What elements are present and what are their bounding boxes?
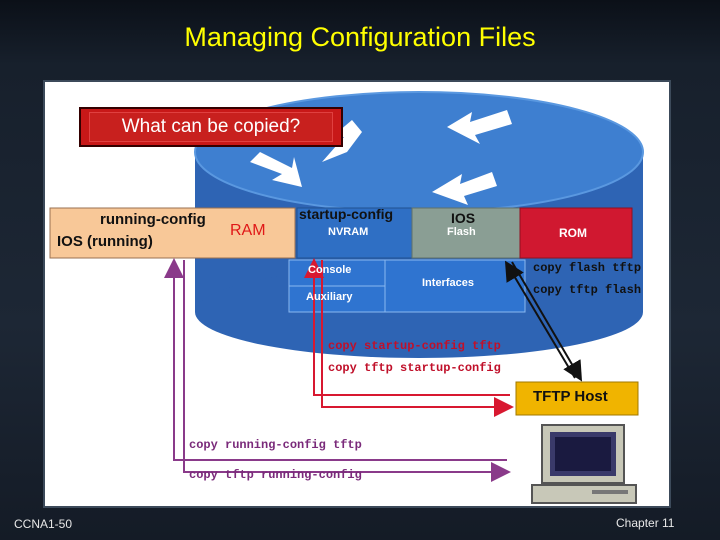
computer-icon: [531, 424, 637, 504]
cmd-copy-tftp-startup: copy tftp startup-config: [328, 361, 501, 375]
cmd-copy-startup-tftp: copy startup-config tftp: [328, 339, 501, 353]
footer-course-code: CCNA1-50: [14, 517, 73, 531]
cmd-copy-tftp-flash: copy tftp flash: [533, 283, 642, 297]
flash-label: Flash: [447, 226, 476, 238]
slide-title: Managing Configuration Files: [184, 22, 536, 52]
tftp-host-label: TFTP Host: [533, 388, 608, 405]
cmd-copy-tftp-running: copy tftp running-config: [189, 468, 362, 482]
question-box: What can be copied?: [79, 107, 343, 147]
auxiliary-port: [288, 285, 386, 313]
interfaces-box: [384, 259, 526, 313]
rom-box: [519, 207, 633, 259]
auxiliary-label: Auxiliary: [306, 291, 353, 303]
cmd-copy-running-tftp: copy running-config tftp: [189, 438, 362, 452]
tftp-host-box: [515, 381, 639, 416]
flash-box: [411, 207, 521, 259]
running-config-label: running-config: [100, 211, 206, 228]
ios-label: IOS: [451, 210, 476, 226]
console-label: Console: [308, 264, 352, 276]
rom-label: ROM: [559, 226, 587, 240]
cmd-copy-flash-tftp: copy flash tftp: [533, 261, 642, 275]
nvram-box: [296, 207, 413, 259]
nvram-label: NVRAM: [328, 226, 369, 238]
startup-config-label: startup-config: [299, 206, 394, 222]
question-text: What can be copied?: [89, 112, 333, 142]
ram-box: [49, 207, 296, 259]
interfaces-label: Interfaces: [422, 277, 474, 289]
ios-running-label: IOS (running): [57, 233, 153, 250]
footer-chapter: Chapter 11: [616, 516, 675, 530]
ram-label: RAM: [230, 222, 266, 239]
